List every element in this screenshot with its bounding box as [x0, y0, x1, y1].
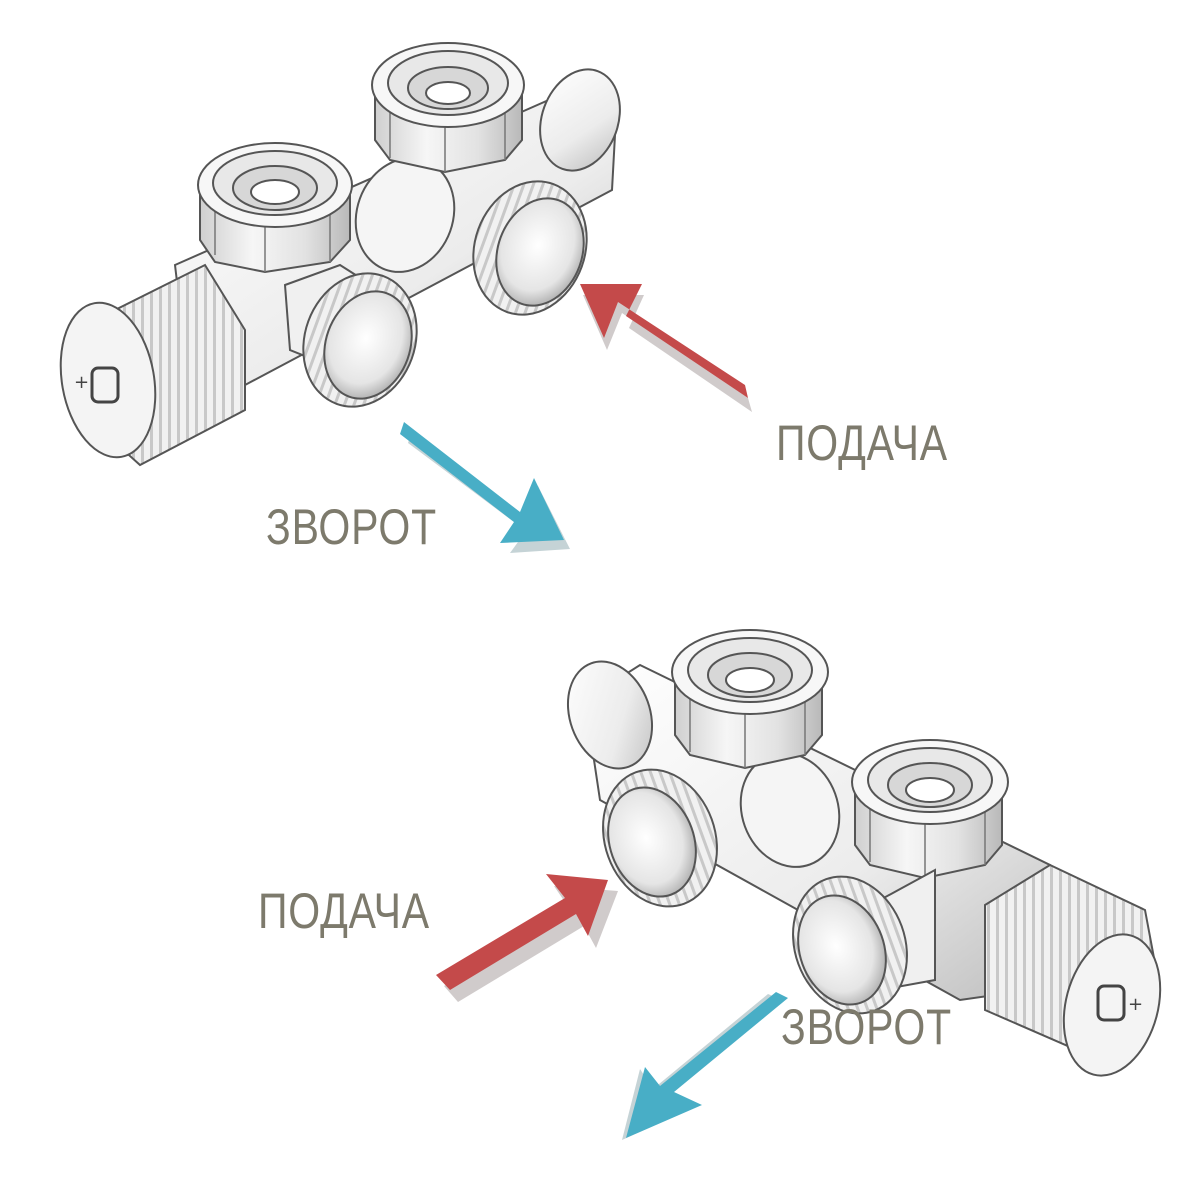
- return-arrow-top-icon: [400, 422, 570, 553]
- nut-top-right: [371, 42, 525, 174]
- return-label-top: ЗВОРОТ: [266, 499, 437, 555]
- svg-text:+: +: [74, 372, 89, 393]
- supply-arrow-bottom-icon: [436, 874, 618, 1002]
- supply-label-top: ПОДАЧА: [776, 415, 948, 471]
- nut-top-left: [197, 142, 353, 274]
- valve-bottom: +: [566, 629, 1162, 1077]
- return-arrow-bottom-icon: [622, 992, 788, 1140]
- supply-label-bottom: ПОДАЧА: [258, 883, 430, 939]
- knob-bottom: +: [984, 863, 1162, 1077]
- nut-bottom-right: [851, 739, 1009, 880]
- svg-text:+: +: [1128, 994, 1143, 1015]
- port-top-left: [283, 263, 418, 408]
- valve-top: +: [59, 42, 621, 467]
- port-bottom-right: [792, 868, 936, 1015]
- supply-arrow-top-icon: [580, 284, 752, 412]
- port-bottom-left: [602, 768, 718, 908]
- return-label-bottom: ЗВОРОТ: [781, 999, 952, 1055]
- nut-bottom-left: [671, 629, 829, 770]
- port-top-right: [472, 180, 588, 316]
- knob-top: +: [59, 263, 246, 467]
